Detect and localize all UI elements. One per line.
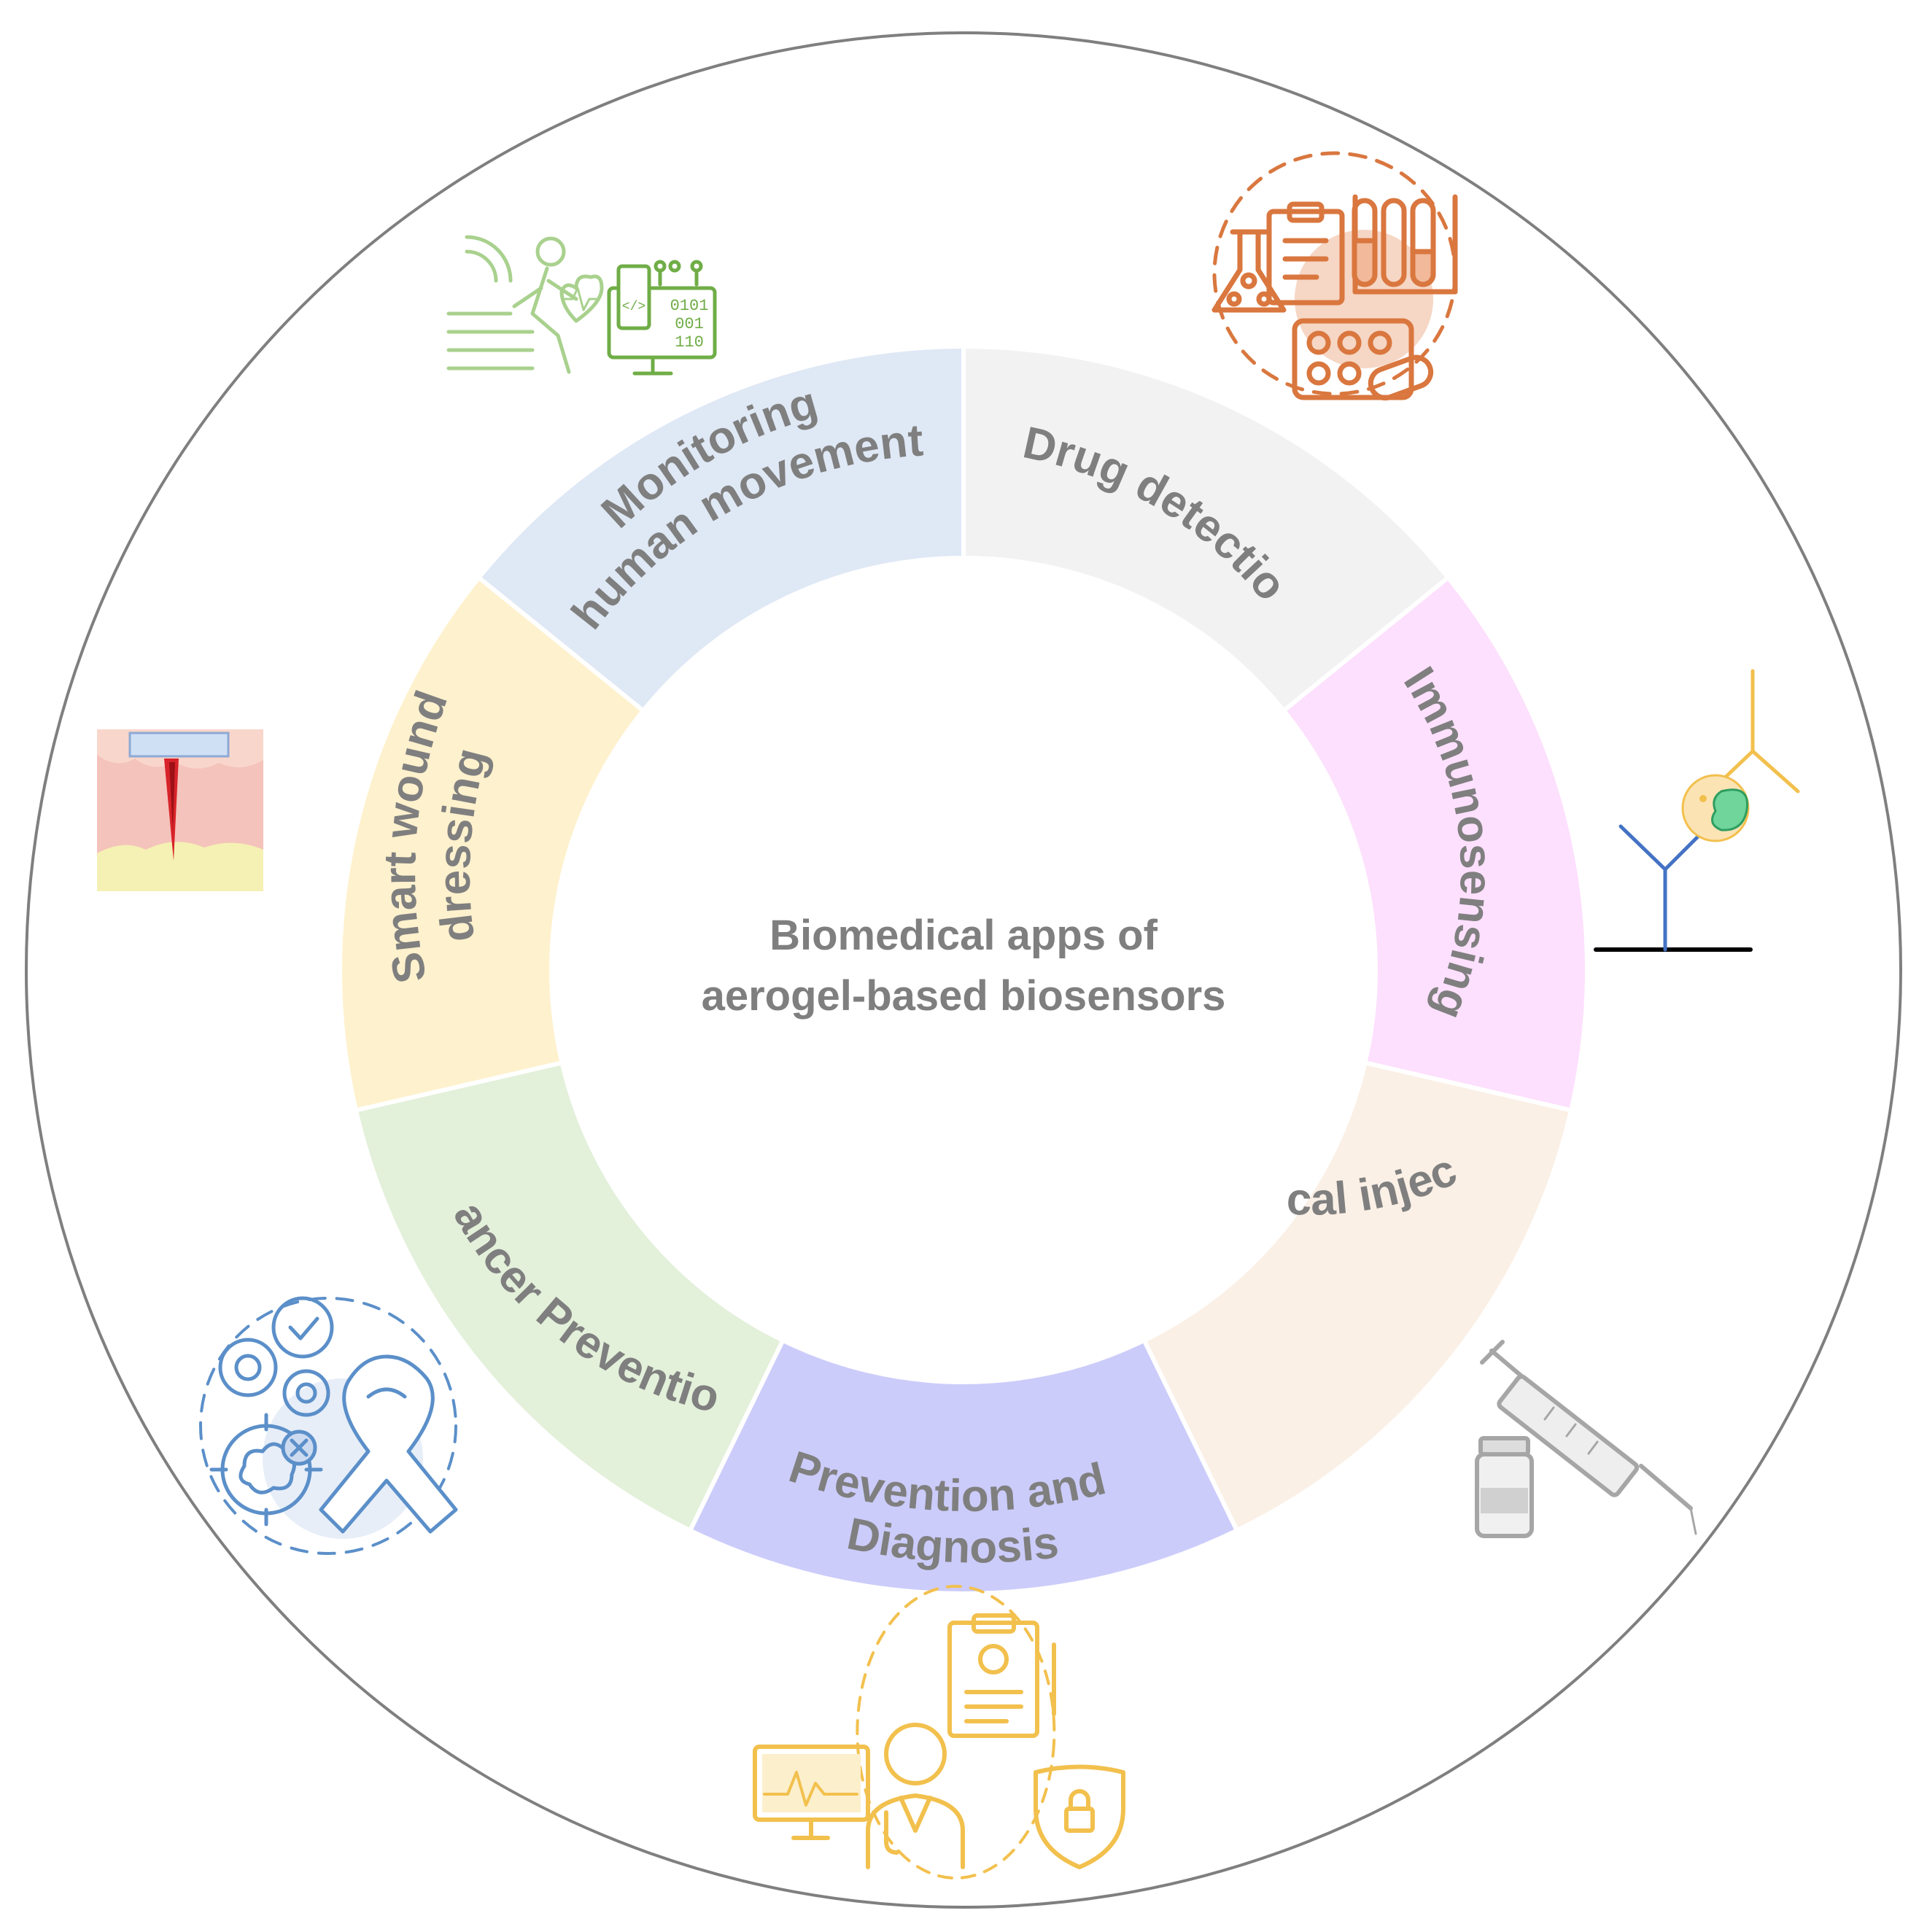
center-title-line-1: Biomedical apps of [769, 912, 1158, 959]
syringe-vial-icon [1475, 1340, 1697, 1538]
center-title: Biomedical apps of aerogel-based biosens… [702, 912, 1226, 1020]
ring-segment-immuno [1280, 574, 1590, 1113]
ring-segment-cancer [353, 1060, 786, 1534]
doctor-monitor-icon [753, 1585, 1125, 1879]
svg-text:110: 110 [675, 333, 704, 352]
outer-boundary-circle [25, 31, 1902, 1909]
ring-segment-diagnosis [687, 1337, 1240, 1597]
ring-segment-injection [1141, 1060, 1574, 1534]
svg-text:0101: 0101 [670, 297, 709, 315]
lab-analysis-icon [1211, 151, 1458, 401]
application-ring [338, 344, 1590, 1597]
svg-text:001: 001 [675, 315, 704, 333]
cancer-ribbon-icon [199, 1296, 458, 1555]
center-title-line-2: aerogel-based biosensors [702, 972, 1226, 1020]
ring-segment-drug [961, 344, 1451, 714]
ring-segment-wound [338, 574, 647, 1113]
svg-text:</>: </> [622, 300, 645, 314]
motion-monitoring-icon: </> 0101 001 110 [446, 235, 717, 376]
ring-segment-movement [476, 344, 966, 714]
antibody-icon [1594, 669, 1800, 952]
wound-dressing-icon [97, 729, 263, 891]
